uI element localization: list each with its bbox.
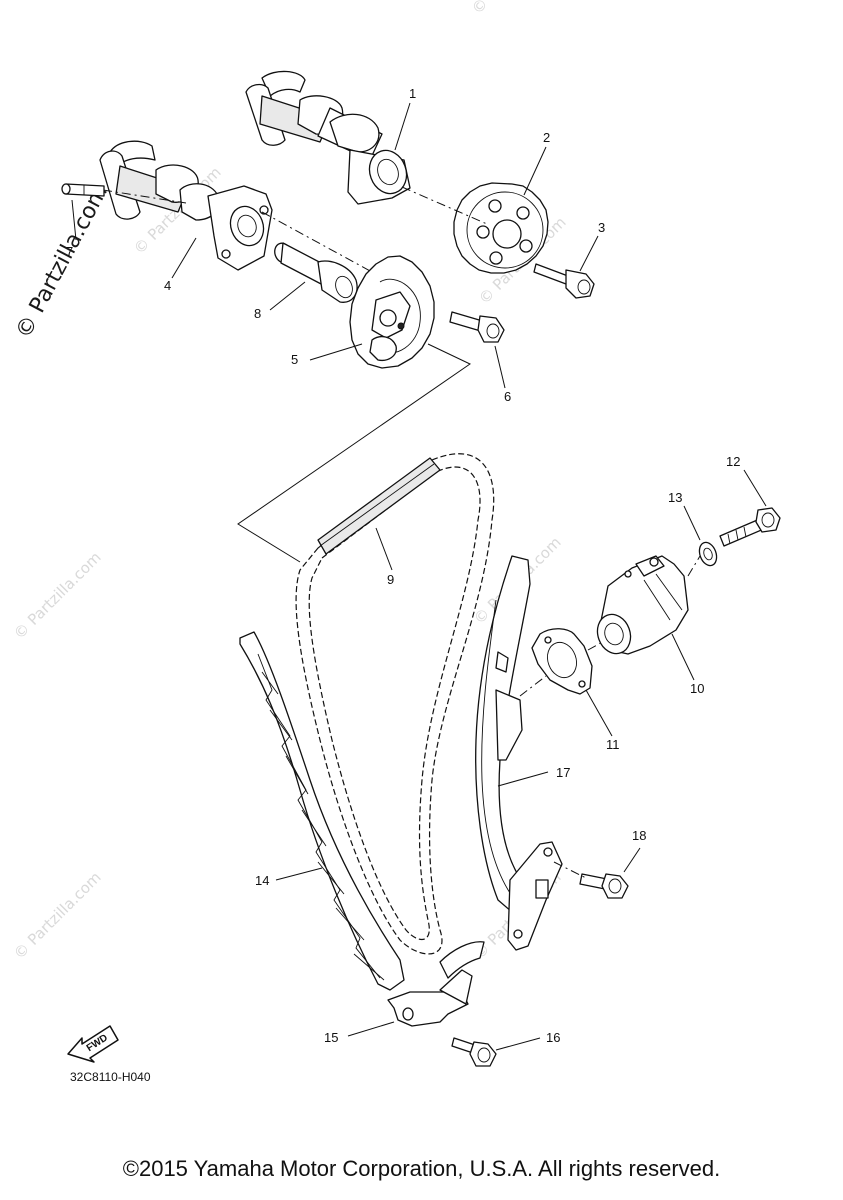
- callout-17: 17: [556, 765, 570, 780]
- chain-guide-14: [239, 631, 405, 991]
- callout-8: 8: [254, 306, 261, 321]
- watermark-primary: © Partzilla.com: [11, 181, 113, 343]
- dowel-pin-7: [61, 183, 105, 241]
- cam-sprocket-5: [309, 255, 435, 369]
- decompressor-shaft-8: [269, 242, 358, 311]
- sprocket-bolt-6: [449, 311, 506, 389]
- camshaft-4: [99, 140, 373, 279]
- callout-1: 1: [409, 86, 416, 101]
- callout-12: 12: [726, 454, 740, 469]
- callout-7: 7: [66, 244, 73, 259]
- watermark-faint-5: © Partzilla.com: [10, 868, 105, 963]
- callout-15: 15: [324, 1030, 338, 1045]
- chain-tensioner-10: [596, 555, 701, 681]
- chain-guide-17: [475, 555, 563, 951]
- gasket-11: [519, 628, 613, 737]
- callout-numbers: 1 2 3 4 5 6 7 8 9 10 11 12 13 14 15 16 1…: [66, 86, 740, 1045]
- callout-11: 11: [606, 737, 620, 752]
- watermark-faint-3: © Partzilla.com: [10, 548, 105, 643]
- sprocket-bolt-3: [533, 235, 599, 299]
- callout-4: 4: [164, 278, 171, 293]
- guide-stopper-15: [347, 941, 485, 1037]
- camshaft-1: [245, 70, 411, 205]
- callout-14: 14: [255, 873, 269, 888]
- copyright-notice: ©2015 Yamaha Motor Corporation, U.S.A. A…: [122, 1156, 721, 1181]
- callout-5: 5: [291, 352, 298, 367]
- bolt-12: [719, 469, 781, 547]
- callout-10: 10: [690, 681, 704, 696]
- callout-2: 2: [543, 130, 550, 145]
- cam-sprocket-2: [401, 146, 549, 274]
- washer-13: [683, 505, 718, 567]
- bolt-16: [451, 1037, 541, 1067]
- bolt-18: [553, 847, 641, 899]
- callout-18: 18: [632, 828, 646, 843]
- callout-9: 9: [387, 572, 394, 587]
- cam-chain-9: [295, 453, 495, 955]
- callout-16: 16: [546, 1030, 560, 1045]
- callout-3: 3: [598, 220, 605, 235]
- watermark-faint-7: © Partzilla.com: [468, 0, 563, 18]
- callout-6: 6: [504, 389, 511, 404]
- diagram-code: 32C8110-H040: [70, 1070, 151, 1084]
- callout-13: 13: [668, 490, 682, 505]
- forward-arrow-icon: FWD: [67, 1025, 119, 1063]
